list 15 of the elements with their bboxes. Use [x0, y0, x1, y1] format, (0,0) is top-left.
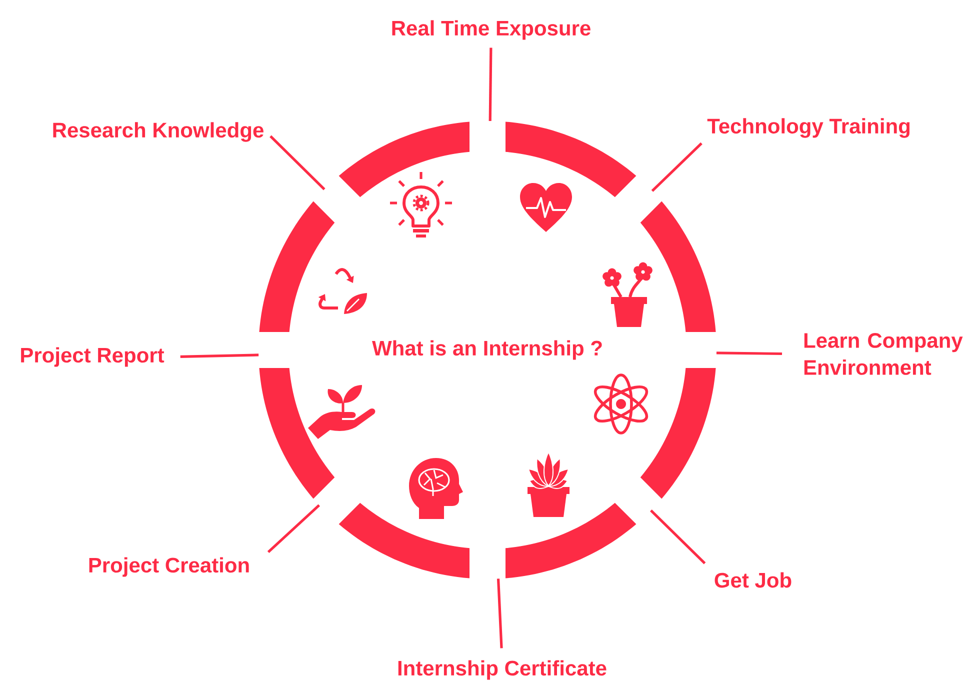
leader-line [270, 135, 326, 190]
callout-label: Get Job [714, 572, 792, 588]
callout-label: Internship Certificate [398, 660, 606, 680]
node-label: What is an Internship ? [372, 340, 602, 360]
leader-line [488, 48, 492, 122]
leader-line [267, 504, 320, 554]
callout-label: Real Time Exposure [392, 20, 590, 40]
callout-label: Learn Company Environment [804, 333, 963, 375]
leader-line [650, 509, 706, 564]
callout-label: Project Creation [89, 557, 249, 577]
leader-line [180, 354, 259, 358]
leader-line [496, 578, 503, 648]
leader-line [716, 352, 782, 356]
leader-line [651, 142, 702, 192]
callout-label: Project Report [21, 347, 164, 367]
